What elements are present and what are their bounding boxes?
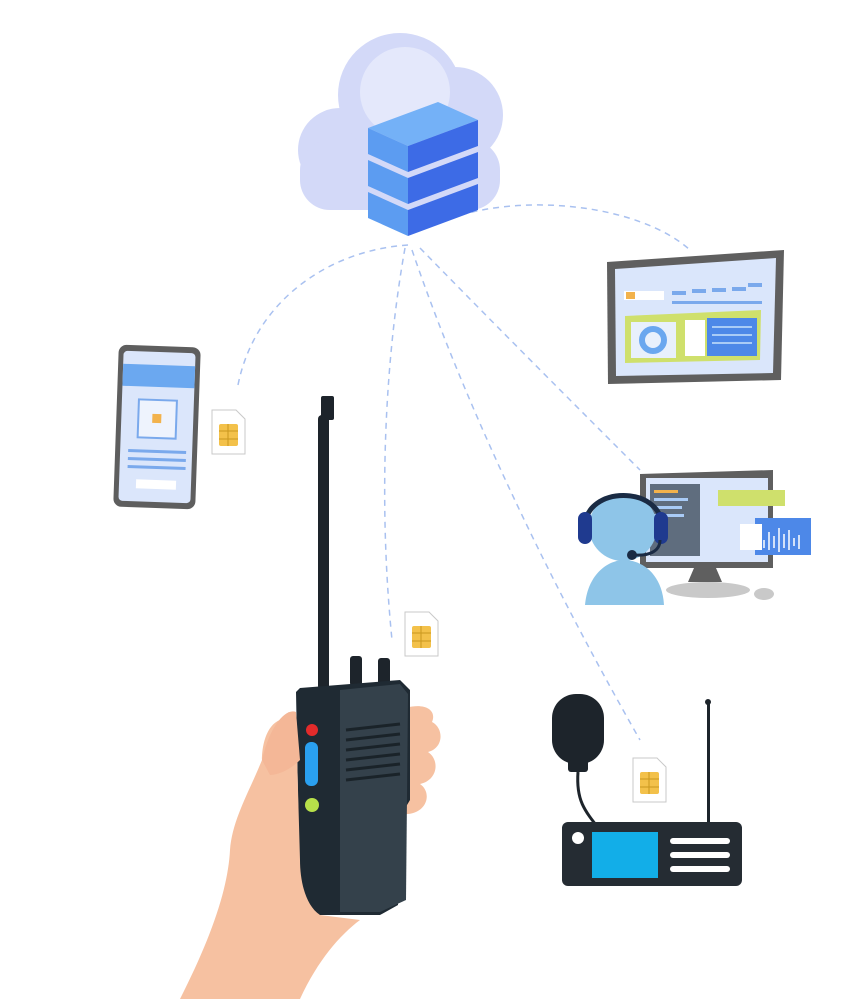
radio-knob: [378, 658, 390, 686]
dispatcher-headset-icon: [578, 470, 811, 605]
hand-palm: [180, 718, 360, 999]
vehicle-radio-button: [670, 838, 730, 844]
console-mouse: [754, 588, 774, 600]
radio-ptt-button: [305, 742, 318, 786]
server-layer-top: [368, 102, 478, 172]
microphone-cable: [576, 771, 602, 831]
radio-knob: [350, 656, 362, 686]
link-to-dispatcher: [419, 247, 641, 471]
smartphone-icon: [113, 344, 201, 510]
console-keyboard: [666, 582, 750, 598]
donut-chart: [639, 326, 667, 354]
headset-ear-left: [578, 512, 592, 544]
sim-card-icon: [211, 409, 246, 455]
radio-speaker-grille: [345, 722, 401, 782]
console-stand: [688, 568, 722, 582]
headset-ear-right: [654, 512, 668, 544]
console-waveform-panel: [755, 518, 811, 555]
vehicle-radio-microphone: [552, 694, 604, 764]
vehicle-radio-button: [670, 852, 730, 858]
cloud-server-icon: [298, 33, 503, 236]
vehicle-radio-knob: [572, 832, 584, 844]
phone-screen-button: [135, 479, 177, 490]
server-stack: [368, 102, 478, 236]
headset-mic-arm: [633, 539, 662, 557]
vehicle-radio-antenna: [707, 702, 710, 828]
car-radio-icon: [552, 694, 742, 886]
server-layer-bottom: [368, 184, 478, 236]
vehicle-radio-button: [670, 866, 730, 872]
radio-antenna: [318, 415, 329, 690]
server-layer-middle: [368, 152, 478, 204]
phone-screen-dot: [152, 413, 162, 424]
sim-card-icon: [632, 757, 667, 803]
headset-mic: [627, 550, 637, 560]
monitor-dashboard-icon: [607, 250, 784, 384]
console-lime-bar: [718, 490, 785, 506]
link-to-vehicle-radio: [411, 249, 641, 741]
vehicle-radio-display: [592, 832, 658, 878]
link-to-smartphone: [237, 244, 409, 386]
phone-screen-header: [122, 363, 196, 389]
radio-red-button: [306, 724, 318, 736]
link-to-handheld-radio: [383, 247, 406, 641]
operator-body: [585, 560, 664, 605]
radio-green-button: [305, 798, 319, 812]
operator-head: [589, 493, 657, 561]
sim-card-icon: [404, 611, 439, 657]
link-to-monitor: [439, 204, 691, 251]
hand-thumb: [262, 711, 300, 775]
walkie-talkie-icon: [180, 396, 441, 999]
